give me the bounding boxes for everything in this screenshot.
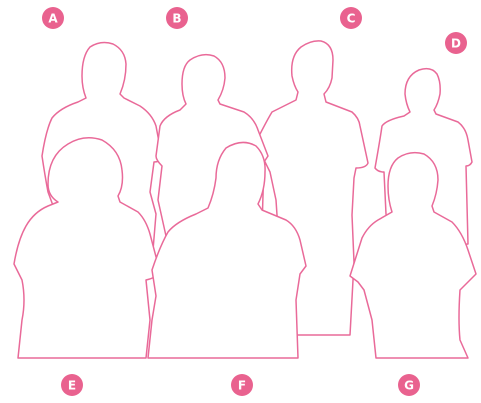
badge-b: B	[166, 7, 188, 29]
badge-d-label: D	[451, 37, 461, 51]
badge-e: E	[61, 374, 83, 396]
badge-f-label: F	[238, 379, 246, 393]
badge-g-label: G	[404, 379, 414, 393]
badge-a: A	[42, 7, 64, 29]
badge-e-label: E	[68, 379, 76, 393]
badge-g: G	[398, 374, 420, 396]
badge-b-label: B	[172, 12, 181, 26]
badge-f: F	[231, 374, 253, 396]
badge-c: C	[340, 7, 362, 29]
badge-a-label: A	[48, 12, 58, 26]
badge-d: D	[445, 32, 467, 54]
badge-c-label: C	[347, 12, 356, 26]
